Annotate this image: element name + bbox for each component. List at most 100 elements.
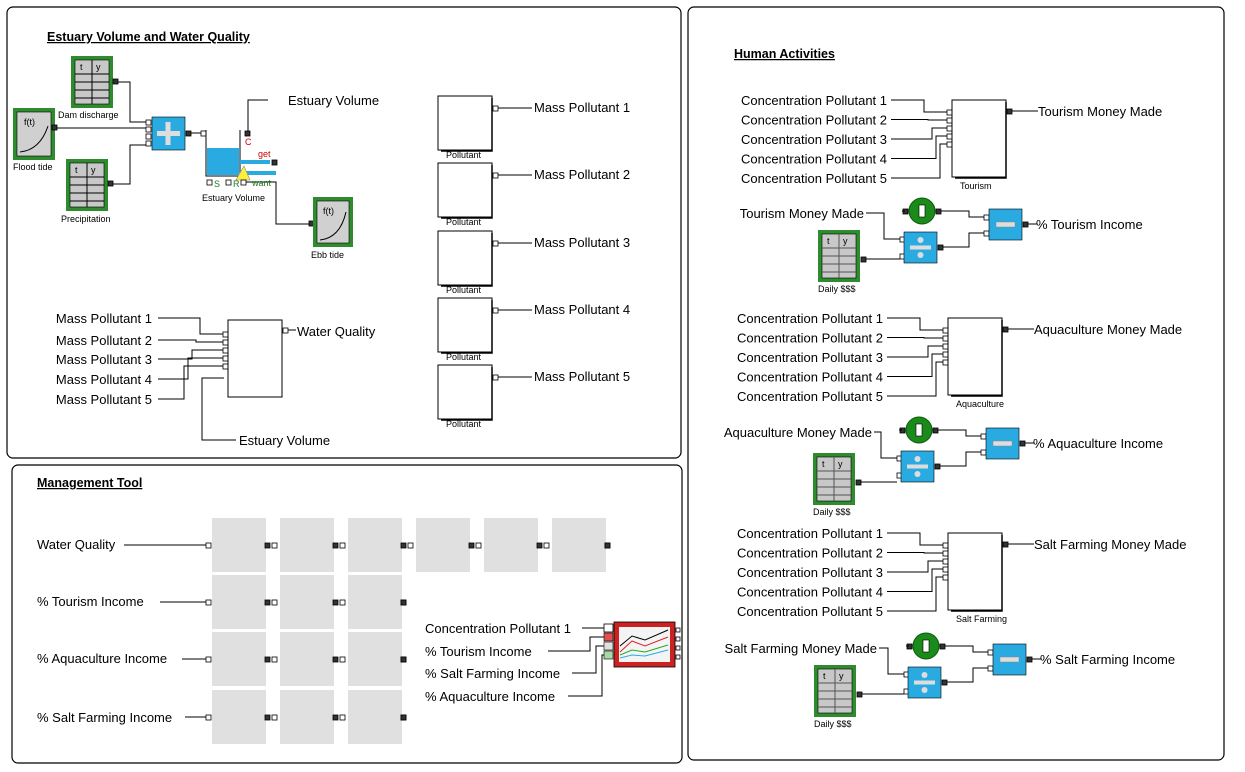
table-y: y bbox=[839, 671, 844, 681]
svg-text:f(t): f(t) bbox=[323, 206, 334, 216]
precipitation-block[interactable]: t y bbox=[66, 159, 114, 211]
concentration-input-label: Concentration Pollutant 5 bbox=[737, 389, 883, 404]
plotter-block[interactable] bbox=[603, 621, 681, 668]
constant-one[interactable] bbox=[905, 416, 933, 444]
pollutant-block[interactable] bbox=[437, 364, 499, 421]
subtract-block[interactable] bbox=[987, 643, 1027, 676]
svg-text:f(t): f(t) bbox=[24, 117, 35, 127]
pollutant-label: Pollutant bbox=[446, 217, 482, 227]
pollutant-label: Pollutant bbox=[446, 419, 482, 429]
management-cell[interactable] bbox=[416, 518, 470, 572]
concentration-input-label: Concentration Pollutant 4 bbox=[737, 585, 883, 600]
table-t: t bbox=[822, 459, 825, 469]
management-cell[interactable] bbox=[348, 575, 402, 629]
management-cell[interactable] bbox=[212, 518, 266, 572]
management-cell[interactable] bbox=[280, 632, 334, 686]
scope-input-label: % Tourism Income bbox=[425, 644, 532, 659]
mass-pollutant-output: Mass Pollutant 1 bbox=[534, 100, 630, 115]
management-cell[interactable] bbox=[348, 518, 402, 572]
management-cell[interactable] bbox=[484, 518, 538, 572]
subtract-block[interactable] bbox=[980, 427, 1020, 460]
divide-block[interactable] bbox=[899, 231, 938, 264]
management-cell[interactable] bbox=[280, 690, 334, 744]
pct-income-label: % Aquaculture Income bbox=[1033, 436, 1163, 451]
money-input-label: Salt Farming Money Made bbox=[725, 641, 877, 656]
mgmt-row-label: Water Quality bbox=[37, 537, 116, 552]
concentration-input-label: Concentration Pollutant 1 bbox=[741, 93, 887, 108]
wq-input-label: Mass Pollutant 1 bbox=[56, 311, 152, 326]
activity-block-label: Salt Farming bbox=[956, 614, 1007, 624]
ebb-tide-block[interactable]: f(t) bbox=[308, 197, 353, 247]
port-s-label: S bbox=[214, 179, 220, 189]
management-cell[interactable] bbox=[348, 690, 402, 744]
subtract-block[interactable] bbox=[983, 208, 1023, 241]
mass-pollutant-output: Mass Pollutant 2 bbox=[534, 167, 630, 182]
activity-block[interactable] bbox=[947, 532, 1003, 612]
concentration-input-label: Concentration Pollutant 3 bbox=[737, 565, 883, 580]
divide-block[interactable] bbox=[896, 450, 935, 483]
money-output-label: Tourism Money Made bbox=[1038, 104, 1162, 119]
concentration-input-label: Concentration Pollutant 2 bbox=[737, 546, 883, 561]
water-quality-output: Water Quality bbox=[297, 324, 376, 339]
flood-tide-label: Flood tide bbox=[13, 162, 53, 172]
scope-input-label: Concentration Pollutant 1 bbox=[425, 621, 571, 636]
management-cell[interactable] bbox=[212, 632, 266, 686]
concentration-input-label: Concentration Pollutant 1 bbox=[737, 311, 883, 326]
activity-block[interactable] bbox=[951, 99, 1007, 179]
concentration-input-label: Concentration Pollutant 4 bbox=[741, 152, 887, 167]
pct-income-label: % Tourism Income bbox=[1036, 217, 1143, 232]
estuary-title: Estuary Volume and Water Quality bbox=[47, 30, 250, 44]
wq-input-label: Mass Pollutant 2 bbox=[56, 333, 152, 348]
human-activities-title: Human Activities bbox=[734, 47, 835, 61]
money-output-label: Aquaculture Money Made bbox=[1034, 322, 1182, 337]
add-block[interactable] bbox=[145, 116, 192, 151]
precipitation-label: Precipitation bbox=[61, 214, 111, 224]
pollutant-label: Pollutant bbox=[446, 285, 482, 295]
table-t: t bbox=[823, 671, 826, 681]
water-quality-block[interactable] bbox=[227, 319, 283, 398]
port-want-label: want bbox=[251, 178, 272, 188]
mgmt-row-label: % Salt Farming Income bbox=[37, 710, 172, 725]
pollutant-block[interactable] bbox=[437, 95, 499, 152]
dam-discharge-block[interactable]: t y bbox=[71, 56, 119, 108]
pollutant-block[interactable] bbox=[437, 230, 499, 287]
flood-tide-block[interactable]: f(t) bbox=[13, 108, 58, 160]
management-cell[interactable] bbox=[212, 690, 266, 744]
management-cell[interactable] bbox=[212, 575, 266, 629]
mass-pollutant-output: Mass Pollutant 5 bbox=[534, 369, 630, 384]
management-cell[interactable] bbox=[280, 518, 334, 572]
concentration-input-label: Concentration Pollutant 5 bbox=[741, 171, 887, 186]
daily-label: Daily $$$ bbox=[814, 719, 852, 729]
management-cell[interactable] bbox=[348, 632, 402, 686]
activity-block[interactable] bbox=[947, 317, 1003, 397]
pollutant-block[interactable] bbox=[437, 297, 499, 354]
wq-estuary-volume: Estuary Volume bbox=[239, 433, 330, 448]
estuary-volume-tank[interactable] bbox=[200, 130, 278, 186]
daily-label: Daily $$$ bbox=[818, 284, 856, 294]
pct-income-label: % Salt Farming Income bbox=[1040, 652, 1175, 667]
estuary-volume-block-label: Estuary Volume bbox=[202, 193, 265, 203]
mass-pollutant-output: Mass Pollutant 4 bbox=[534, 302, 630, 317]
svg-text:y: y bbox=[96, 62, 101, 72]
svg-text:y: y bbox=[91, 165, 96, 175]
wq-input-label: Mass Pollutant 4 bbox=[56, 372, 152, 387]
pollutant-label: Pollutant bbox=[446, 150, 482, 160]
table-y: y bbox=[843, 236, 848, 246]
concentration-input-label: Concentration Pollutant 5 bbox=[737, 604, 883, 619]
pollutant-block[interactable] bbox=[437, 162, 499, 219]
constant-one[interactable] bbox=[908, 197, 936, 225]
estuary-volume-output: Estuary Volume bbox=[288, 93, 379, 108]
mass-pollutant-output: Mass Pollutant 3 bbox=[534, 235, 630, 250]
concentration-input-label: Concentration Pollutant 2 bbox=[741, 113, 887, 128]
management-cell[interactable] bbox=[552, 518, 606, 572]
management-cell[interactable] bbox=[280, 575, 334, 629]
scope-input-label: % Aquaculture Income bbox=[425, 689, 555, 704]
divide-block[interactable] bbox=[903, 666, 942, 699]
table-t: t bbox=[827, 236, 830, 246]
mgmt-row-label: % Tourism Income bbox=[37, 594, 144, 609]
constant-one[interactable] bbox=[912, 632, 940, 660]
port-c-label: C bbox=[245, 137, 252, 147]
